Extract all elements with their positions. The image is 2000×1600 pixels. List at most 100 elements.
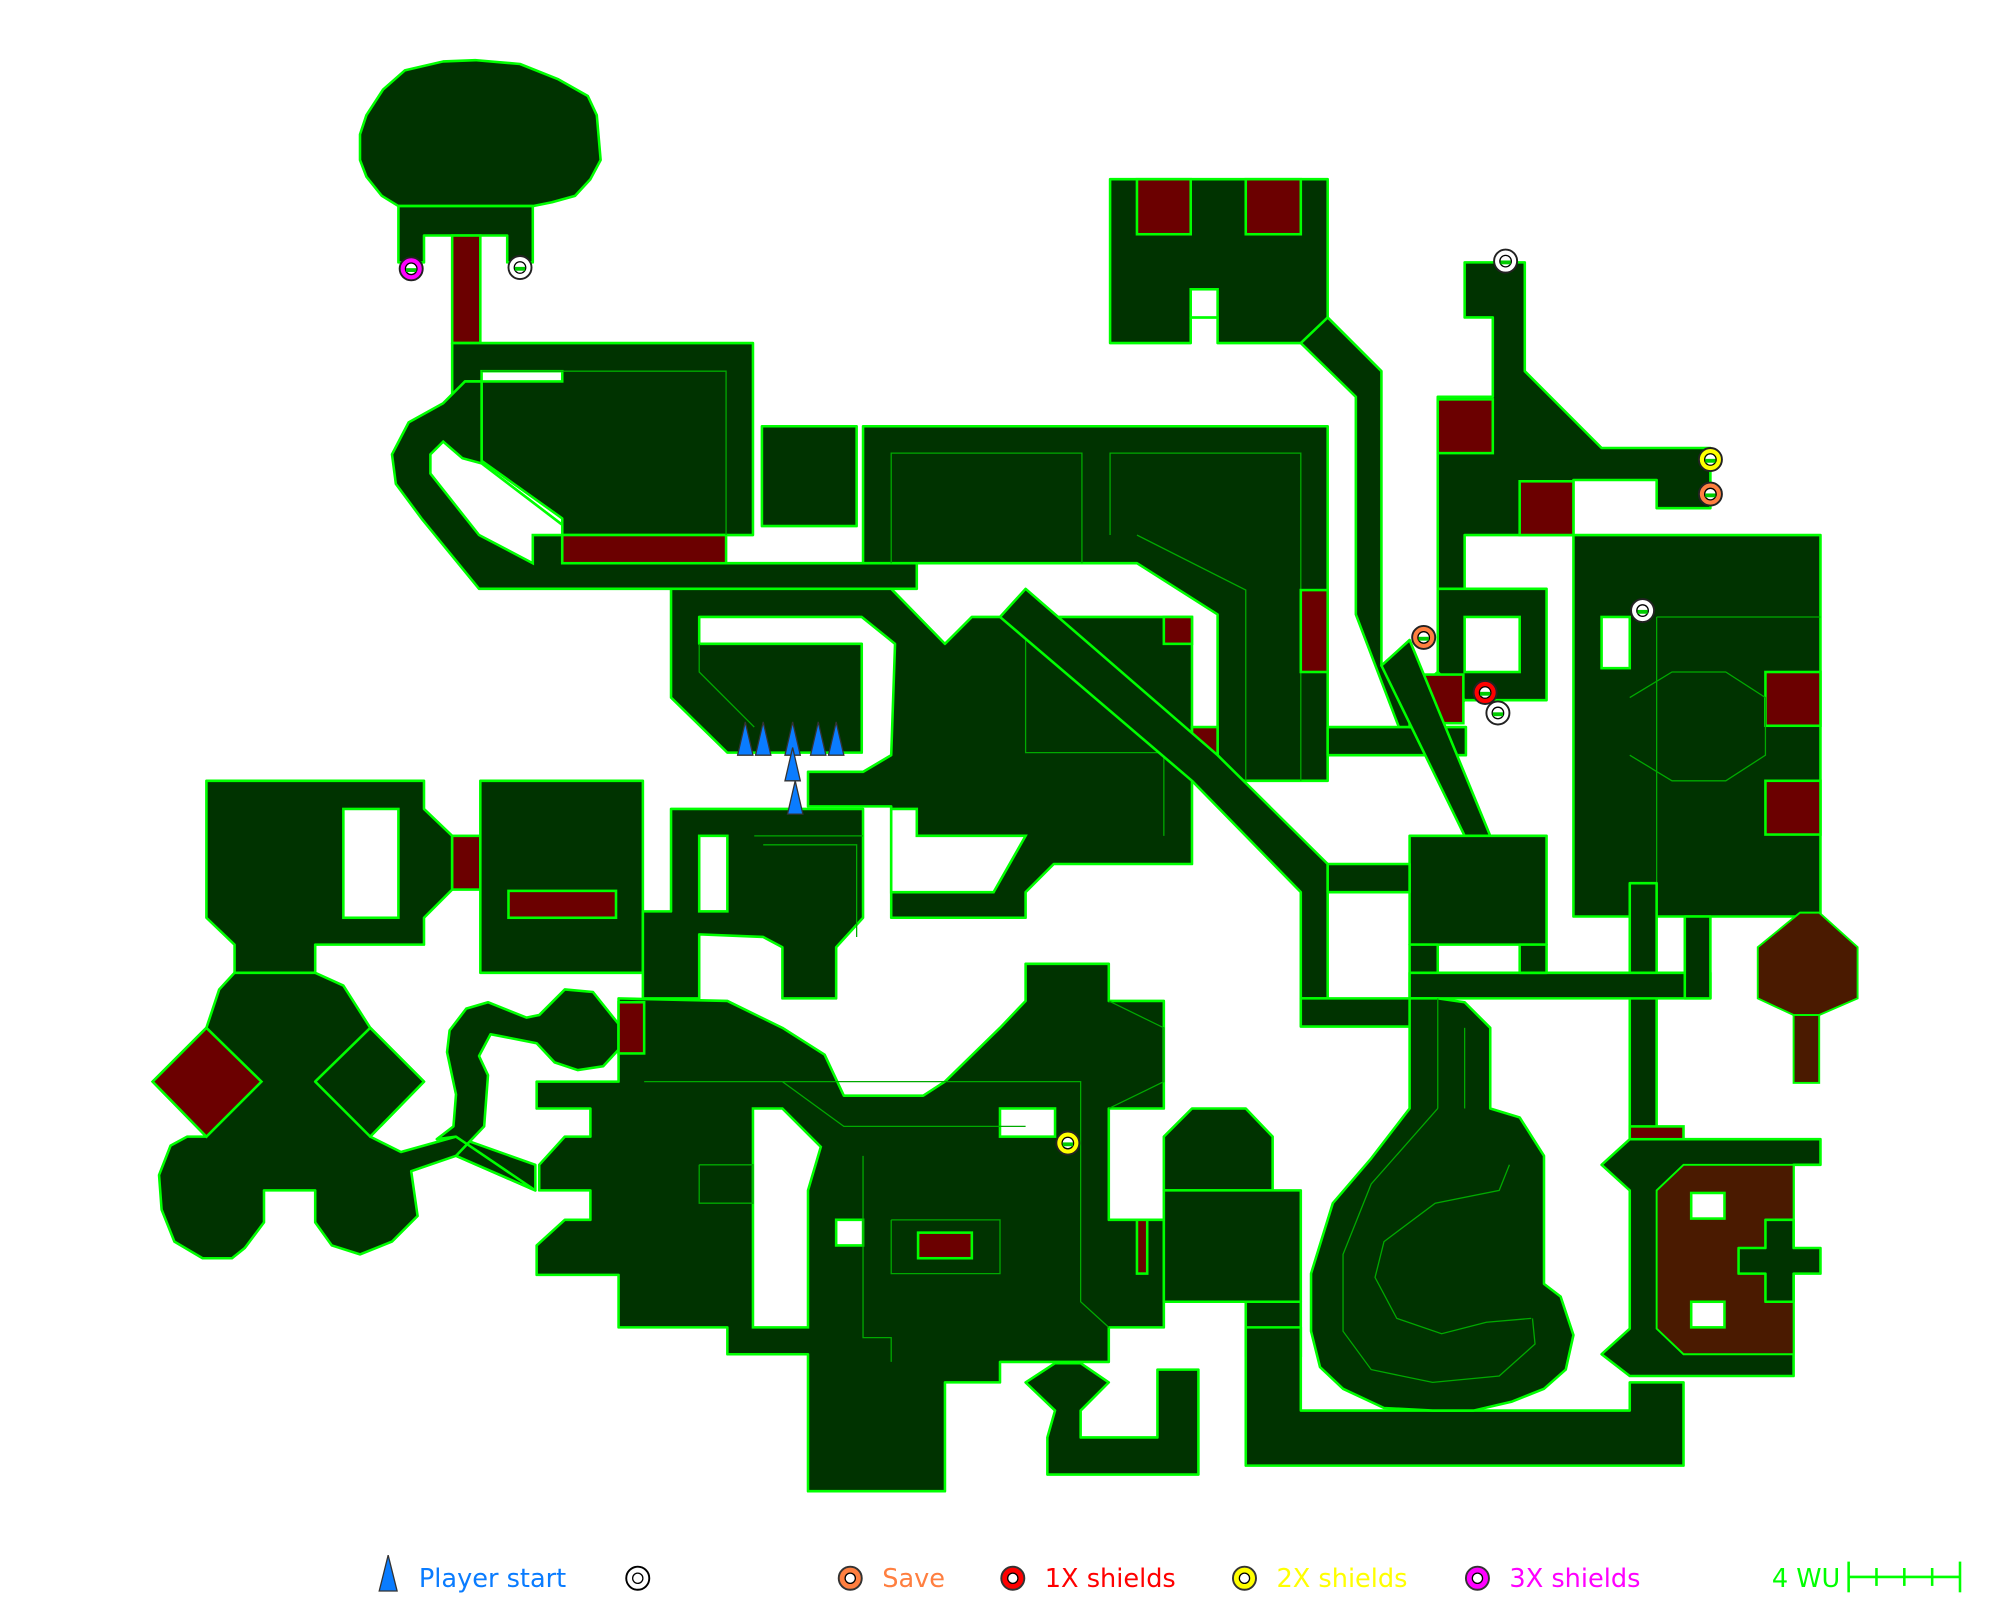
item-facing [1480, 691, 1491, 696]
legend-shields-1x: 1X shields [1045, 1564, 1176, 1594]
legend: Player start Save 1X shields 2X shields … [378, 1555, 1962, 1594]
room-north-hall [861, 424, 1329, 783]
hazard-strip [450, 234, 482, 345]
floor-seam [890, 452, 1083, 564]
player-start-icon [754, 721, 772, 756]
scale-label: 4 WU [1772, 1564, 1840, 1594]
corridor-east-column [1628, 881, 1658, 1141]
shields-2x-icon [1232, 1565, 1257, 1591]
item-facing [1418, 636, 1429, 641]
item-facing [1637, 609, 1648, 614]
player-starts [736, 721, 845, 815]
wall-gap [342, 807, 400, 920]
floor-seam [698, 643, 755, 728]
map-floors [150, 58, 1859, 1493]
generic-item-item-icon [1485, 700, 1511, 726]
wall-gap [889, 807, 1028, 894]
corridor-link [1518, 943, 1548, 975]
floor-seam [698, 1164, 754, 1204]
hazard-strip [1764, 779, 1822, 836]
hazard-strip [1135, 1218, 1149, 1275]
wall-gap [697, 834, 729, 913]
item-facing [514, 266, 526, 271]
hazard-strip [1518, 480, 1575, 537]
wall-gap [834, 1218, 865, 1247]
wall-gap [1463, 615, 1521, 674]
floor-seam [1342, 1108, 1536, 1384]
corridor-winding [435, 988, 620, 1192]
room-south-east [1162, 1189, 1303, 1304]
room-west [205, 779, 454, 975]
wall-gap [1189, 288, 1219, 319]
player-start-icon [827, 721, 845, 756]
corridor-south [1244, 1326, 1685, 1467]
corridor-link [1683, 915, 1712, 1000]
scale-bar [1847, 1561, 1962, 1593]
generic-item-item-icon [507, 255, 533, 280]
save-item-icon [1697, 481, 1723, 507]
hazard-strip [1436, 398, 1495, 455]
item-facing [1705, 493, 1716, 498]
shields-1x-item-icon [1472, 680, 1498, 705]
legend-player-start: Player start [419, 1564, 566, 1594]
floor-seam [481, 370, 727, 536]
wall-gap [480, 369, 564, 383]
floor-seam [763, 844, 858, 937]
shields-2x-item-icon [1055, 1130, 1081, 1156]
hazard-strip [1764, 670, 1822, 728]
player-start-icon [809, 721, 827, 756]
room-south-east-small [1162, 1107, 1274, 1192]
room-octagon [1756, 911, 1859, 1016]
room-spiral [1309, 997, 1575, 1412]
hazard-strip [450, 834, 482, 891]
wall-gap [1689, 1191, 1726, 1220]
ramp-east [1792, 1014, 1821, 1084]
cross-pillar [1737, 1218, 1822, 1304]
pillar-diamond [313, 1026, 426, 1138]
item-facing [1062, 1142, 1073, 1147]
hazard-strip [1135, 177, 1192, 236]
hazard-strip [507, 889, 618, 920]
save-item-icon [1411, 624, 1437, 650]
room-dome [358, 58, 602, 208]
legend-save: Save [882, 1564, 945, 1594]
floor-seam [1629, 671, 1767, 782]
room-south-central [641, 807, 865, 1000]
shields-3x-item-icon [398, 256, 424, 282]
floor-seam [890, 1219, 1001, 1275]
item-facing [1492, 712, 1504, 717]
hazard-strip [1299, 588, 1329, 674]
wall-gap [1689, 1300, 1726, 1329]
player-start-icon [736, 721, 754, 756]
hazard-diamond [150, 1026, 264, 1139]
hazard-strip [1162, 615, 1194, 646]
corridor-link [1326, 862, 1411, 894]
hazard-strip [916, 1231, 974, 1260]
shields-1x-icon [1000, 1565, 1026, 1591]
wall-gap [1600, 615, 1632, 670]
floor-seam [644, 1080, 1110, 1328]
room-east-mid [1408, 834, 1548, 946]
legend-shields-3x: 3X shields [1509, 1564, 1640, 1594]
item-facing [1705, 458, 1716, 463]
room-west-2 [479, 779, 645, 975]
generic-item-item-icon [1630, 598, 1656, 624]
player-start-icon [786, 780, 804, 815]
floor-seam [1108, 1000, 1165, 1110]
save-icon [837, 1565, 863, 1591]
generic-item-item-icon [1493, 248, 1519, 274]
wall-gap [998, 1107, 1057, 1138]
shields-2x-item-icon [1697, 447, 1723, 472]
floor-seam [1024, 616, 1165, 836]
shields-3x-icon [1464, 1565, 1490, 1591]
hazard-strip [560, 533, 728, 565]
wall-gap [751, 1107, 823, 1329]
corridor-east-band [1408, 971, 1712, 1000]
map-items [398, 248, 1723, 1156]
floor-seam [1374, 1164, 1532, 1335]
room-small [760, 424, 858, 528]
legend-shields-2x: 2X shields [1276, 1564, 1407, 1594]
item-facing [1500, 260, 1511, 265]
room-southwest [151, 971, 537, 1260]
hazard-strip [1628, 1125, 1685, 1141]
